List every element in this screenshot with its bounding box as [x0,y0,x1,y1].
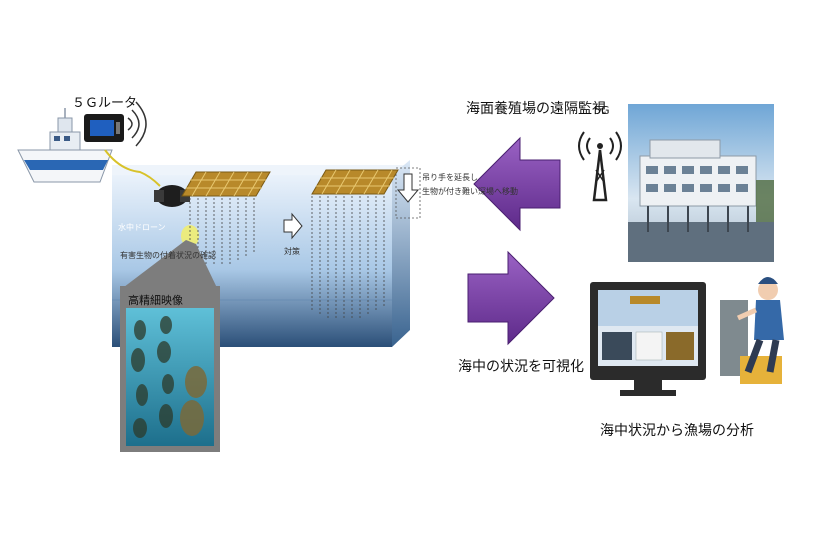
countermeasure-label: 対策 [284,247,300,256]
operator-icon [720,277,784,384]
five-g-label: 5G [594,104,610,117]
cell-tower-icon [578,131,622,202]
building-photo [628,104,774,262]
raft-after [311,169,399,195]
image-callout [120,240,218,290]
boat-icon [17,108,113,183]
arrow-left-remote [473,136,561,232]
monitor-icon [590,282,706,396]
countermeasure-arrow [283,212,303,240]
underwater-drone-label: 水中ドローン [118,223,166,232]
remote-monitoring-label: 海面養殖場の遠隔監視 [466,101,606,117]
router-label: ５Ｇルータ [72,96,138,111]
hd-image-panel [120,286,220,452]
attachment-check-label: 有害生物の付着状況の確認 [120,251,216,260]
raft-before [181,171,271,197]
visualize-label: 海中の状況を可視化 [458,359,584,375]
router-icon [84,114,124,142]
rope-lines-before [189,198,255,266]
hd-image-label: 高精細映像 [128,294,183,307]
wifi-signal-icon [127,101,147,147]
arrow-right-visualize [467,250,555,346]
extend-rope-label-2: 生物が付き難い深場へ移動 [422,187,518,196]
rope-lines-after [311,196,385,318]
analysis-label: 海中状況から漁場の分析 [600,423,754,439]
extend-rope-label-1: 吊り手を延長し [422,173,478,182]
down-arrow-icon [396,173,420,203]
